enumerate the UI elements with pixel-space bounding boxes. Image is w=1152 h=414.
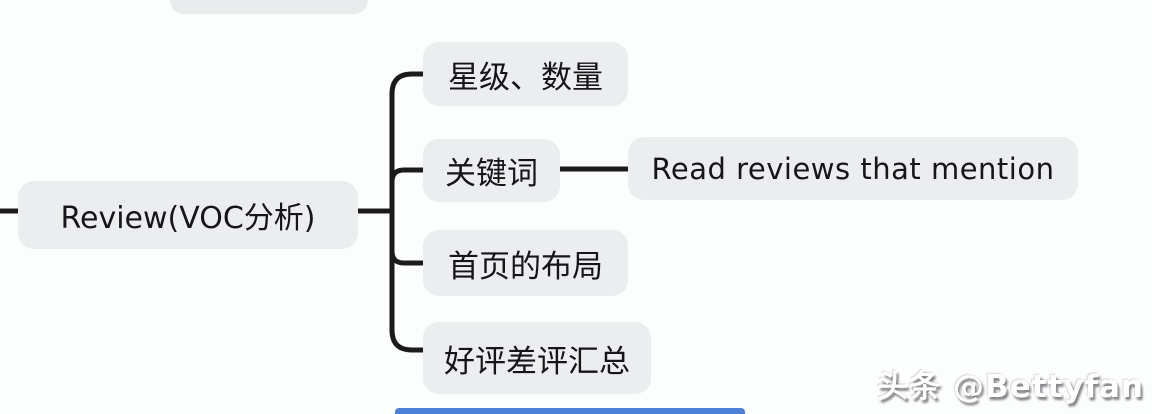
topic-label: Read reviews that mention xyxy=(651,151,1055,186)
topic-keywords[interactable]: 关键词 xyxy=(423,139,560,202)
topic-label: 好评差评汇总 xyxy=(444,343,630,380)
topic-read-reviews-that-mention[interactable]: Read reviews that mention xyxy=(628,137,1078,200)
root-topic-review-voc[interactable]: Review(VOC分析) xyxy=(18,181,358,249)
topic-good-bad-review-summary[interactable]: 好评差评汇总 xyxy=(423,322,651,394)
connector-branch-2 xyxy=(389,167,426,185)
topic-label: 星级、数量 xyxy=(448,59,603,96)
partial-topic-node-bottom[interactable] xyxy=(395,408,745,414)
toutiao-watermark: 头条 @Bettyfan xyxy=(877,369,1144,405)
root-topic-label: Review(VOC分析) xyxy=(60,201,316,236)
connector-branch-bracket xyxy=(389,71,426,353)
topic-star-rating-quantity[interactable]: 星级、数量 xyxy=(423,42,628,106)
topic-label: 关键词 xyxy=(445,156,538,192)
connector-branch-3 xyxy=(389,248,426,266)
topic-label: 首页的布局 xyxy=(448,248,603,285)
topic-homepage-layout[interactable]: 首页的布局 xyxy=(423,230,628,296)
partial-topic-node-top[interactable] xyxy=(170,0,368,14)
